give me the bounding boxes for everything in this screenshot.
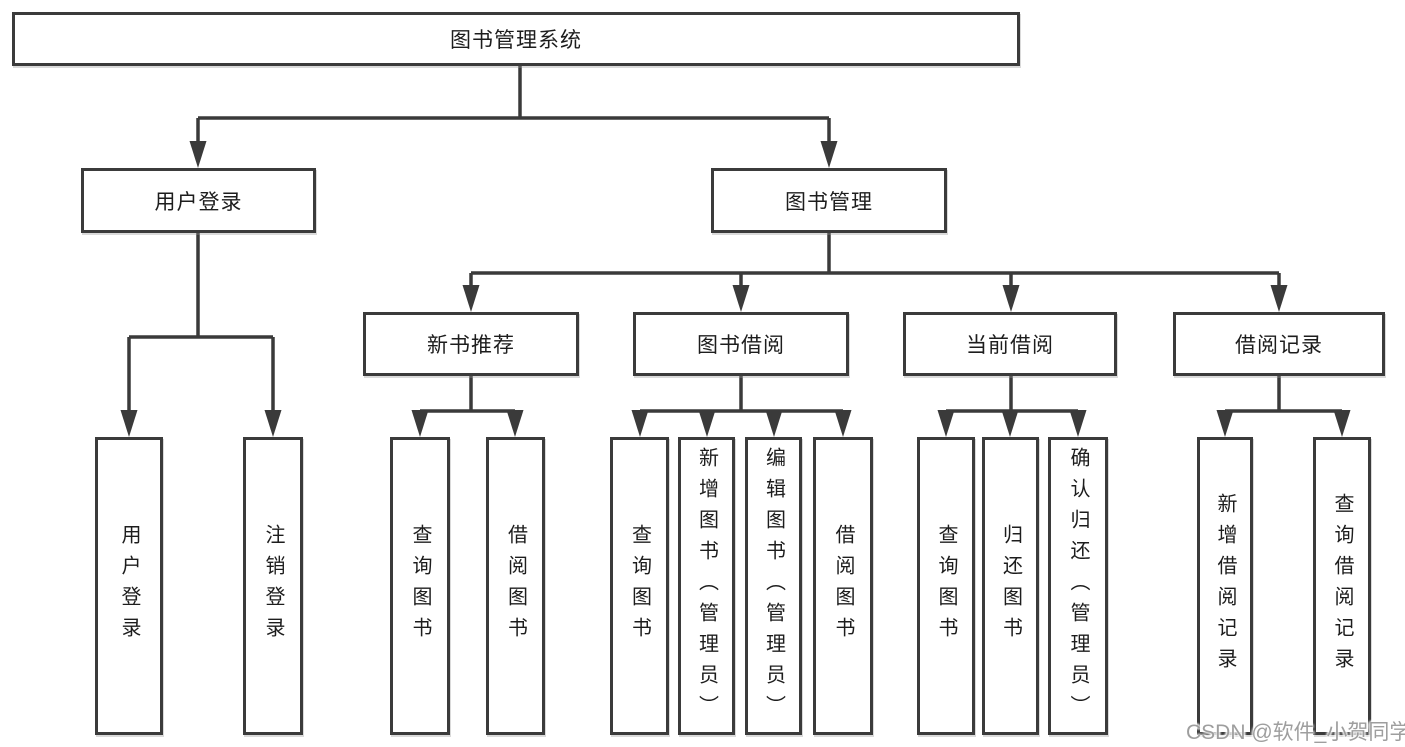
leaf-label: 查询图书 [409, 524, 431, 648]
node-label: 用户登录 [154, 190, 243, 214]
node-borrowing-records: 借阅记录 [1173, 312, 1385, 376]
node-new-book-recommend: 新书推荐 [363, 312, 579, 376]
leaf-confirm-return-admin: 确认归还（管理员） [1048, 437, 1108, 735]
leaf-return-books: 归还图书 [982, 437, 1039, 735]
node-label: 借阅记录 [1235, 334, 1323, 357]
node-book-borrowing: 图书借阅 [633, 312, 849, 376]
node-book-management: 图书管理 [711, 168, 947, 233]
leaf-borrow-books: 借阅图书 [486, 437, 545, 735]
node-current-borrowing: 当前借阅 [903, 312, 1117, 376]
node-user-login: 用户登录 [81, 168, 316, 233]
node-label: 图书管理 [785, 190, 873, 214]
leaf-label: 借阅图书 [504, 524, 527, 648]
leaf-label: 归还图书 [999, 524, 1022, 648]
leaf-label: 查询借阅记录 [1331, 493, 1353, 679]
leaf-label: 注销登录 [262, 524, 284, 648]
leaf-label: 查询图书 [935, 524, 957, 648]
leaf-label: 新增借阅记录 [1214, 493, 1236, 679]
leaf-query-books: 查询图书 [610, 437, 669, 735]
node-label: 图书借阅 [697, 334, 785, 357]
leaf-label: 编辑图书（管理员） [762, 446, 785, 726]
node-root-system: 图书管理系统 [12, 12, 1020, 66]
watermark: CSDN @软件_小贺同学 [1186, 721, 1405, 744]
leaf-user-login: 用户登录 [95, 437, 163, 735]
leaf-logout: 注销登录 [243, 437, 303, 735]
leaf-query-books: 查询图书 [390, 437, 450, 735]
node-label: 图书管理系统 [450, 29, 582, 52]
leaf-borrow-books: 借阅图书 [813, 437, 873, 735]
leaf-label: 借阅图书 [832, 524, 854, 648]
leaf-label: 用户登录 [118, 524, 140, 648]
leaf-edit-books-admin: 编辑图书（管理员） [745, 437, 802, 735]
leaf-query-books: 查询图书 [917, 437, 975, 735]
node-label: 当前借阅 [966, 334, 1054, 357]
leaf-add-borrow-record: 新增借阅记录 [1197, 437, 1253, 735]
leaf-label: 查询图书 [628, 524, 651, 648]
leaf-add-books-admin: 新增图书（管理员） [678, 437, 735, 735]
node-label: 新书推荐 [427, 334, 515, 357]
leaf-query-borrow-record: 查询借阅记录 [1313, 437, 1371, 735]
leaf-label: 确认归还（管理员） [1067, 446, 1089, 726]
leaf-label: 新增图书（管理员） [695, 446, 718, 726]
